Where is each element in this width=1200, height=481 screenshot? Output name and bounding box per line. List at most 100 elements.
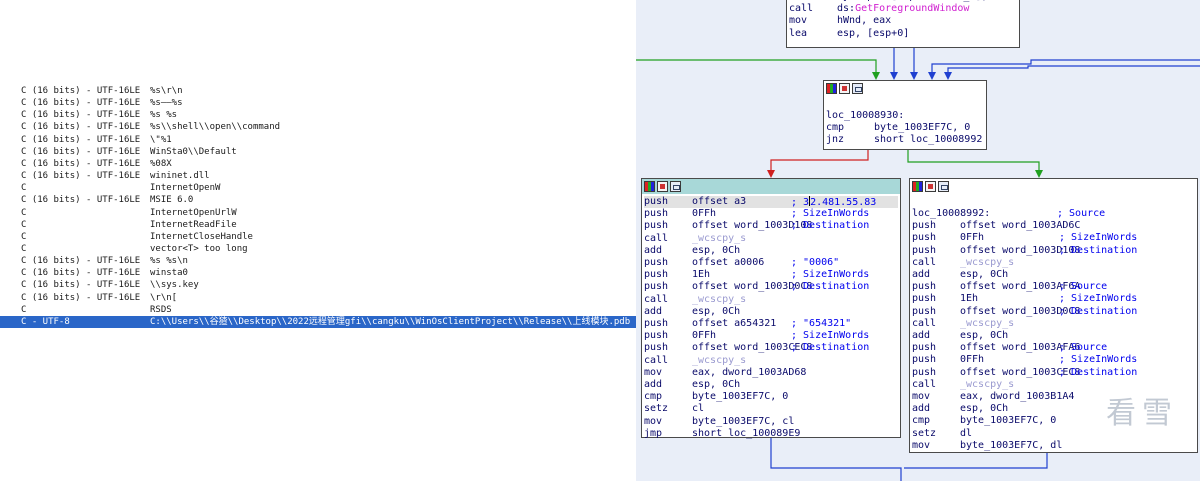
graph-icon[interactable] [912, 181, 923, 192]
asm-operand[interactable]: _wcscpy_s [692, 294, 746, 306]
asm-operand[interactable]: offset word_1003D108 [692, 220, 812, 232]
asm-operand[interactable]: byte ptr [esp+0Ch+var_4], 1 [837, 0, 1000, 3]
asm-line[interactable]: call_wcscpy_s [644, 355, 898, 367]
asm-line[interactable]: call_wcscpy_s [912, 318, 1195, 330]
string-row[interactable]: C (16 bits) - UTF-16LE%08X [0, 158, 636, 170]
asm-line[interactable]: loc_10008930: [826, 110, 984, 122]
asm-operand[interactable]: esp, 0Ch [692, 379, 740, 391]
asm-operand[interactable]: byte_1003EF7C, 0 [692, 391, 788, 403]
color-icon[interactable] [839, 83, 850, 94]
asm-operand[interactable]: dl [960, 428, 972, 440]
asm-operand[interactable]: ds:GetForegroundWindow [837, 3, 969, 15]
asm-operand[interactable]: 0FFh [960, 354, 984, 366]
comment-icon[interactable] [852, 83, 863, 94]
asm-operand[interactable]: 1Eh [692, 269, 710, 281]
asm-operand[interactable]: _wcscpy_s [692, 355, 746, 367]
asm-label[interactable]: loc_10008992: [912, 208, 991, 219]
api-name[interactable]: GetForegroundWindow [855, 3, 970, 15]
asm-operand[interactable]: esp, 0Ch [960, 403, 1008, 415]
string-row[interactable]: C (16 bits) - UTF-16LE%s %s [0, 109, 636, 121]
color-icon[interactable] [925, 181, 936, 192]
asm-operand[interactable]: short loc_100089E9 [692, 428, 800, 440]
asm-operand[interactable]: hWnd, eax [837, 15, 891, 27]
asm-operand[interactable]: offset word_1003AF6A [960, 281, 1080, 293]
asm-operand[interactable]: esp, [esp+0] [837, 28, 909, 40]
asm-operand[interactable]: cl [692, 403, 704, 415]
asm-operand[interactable]: esp, 0Ch [692, 306, 740, 318]
asm-operand[interactable]: offset word_1003D108 [960, 245, 1080, 257]
asm-operand[interactable]: byte_1003EF7C, dl [960, 440, 1062, 452]
asm-operand[interactable]: offset a3 [692, 196, 746, 208]
graph-icon[interactable] [644, 181, 655, 192]
asm-operand[interactable]: esp, 0Ch [960, 269, 1008, 281]
color-icon[interactable] [657, 181, 668, 192]
comment-icon[interactable] [938, 181, 949, 192]
asm-operand[interactable]: _wcscpy_s [692, 233, 746, 245]
asm-operand[interactable]: short loc_10008992 [874, 134, 982, 146]
string-row[interactable]: C (16 bits) - UTF-16LE%s\r\n [0, 85, 636, 97]
string-row[interactable]: C (16 bits) - UTF-16LE%s\\shell\\open\\c… [0, 121, 636, 133]
string-row[interactable]: C (16 bits) - UTF-16LE\"%1 [0, 134, 636, 146]
asm-line[interactable]: call_wcscpy_s [912, 379, 1195, 391]
string-row[interactable]: C (16 bits) - UTF-16LE%s %s\n [0, 255, 636, 267]
asm-operand[interactable]: _wcscpy_s [960, 257, 1014, 269]
asm-label[interactable]: loc_10008930: [826, 110, 905, 121]
asm-operand[interactable]: offset a0006 [692, 257, 764, 269]
asm-operand[interactable]: offset word_1003AD6C [960, 220, 1080, 232]
graph-icon[interactable] [826, 83, 837, 94]
asm-operand[interactable]: esp, 0Ch [960, 330, 1008, 342]
asm-operand[interactable]: 0FFh [692, 330, 716, 342]
asm-operand[interactable]: 0FFh [960, 232, 984, 244]
asm-operand[interactable]: esp, 0Ch [692, 245, 740, 257]
asm-operand[interactable]: offset word_1003AFA6 [960, 342, 1080, 354]
asm-operand[interactable]: offset word_1003D0C8 [960, 306, 1080, 318]
asm-operand[interactable]: _wcscpy_s [960, 379, 1014, 391]
asm-operand[interactable]: offset word_1003CEC8 [692, 342, 812, 354]
asm-operand[interactable]: eax, dword_1003AD68 [692, 367, 806, 379]
asm-operand[interactable]: byte_1003EF7C, cl [692, 416, 794, 428]
asm-operand[interactable]: _wcscpy_s [960, 318, 1014, 330]
